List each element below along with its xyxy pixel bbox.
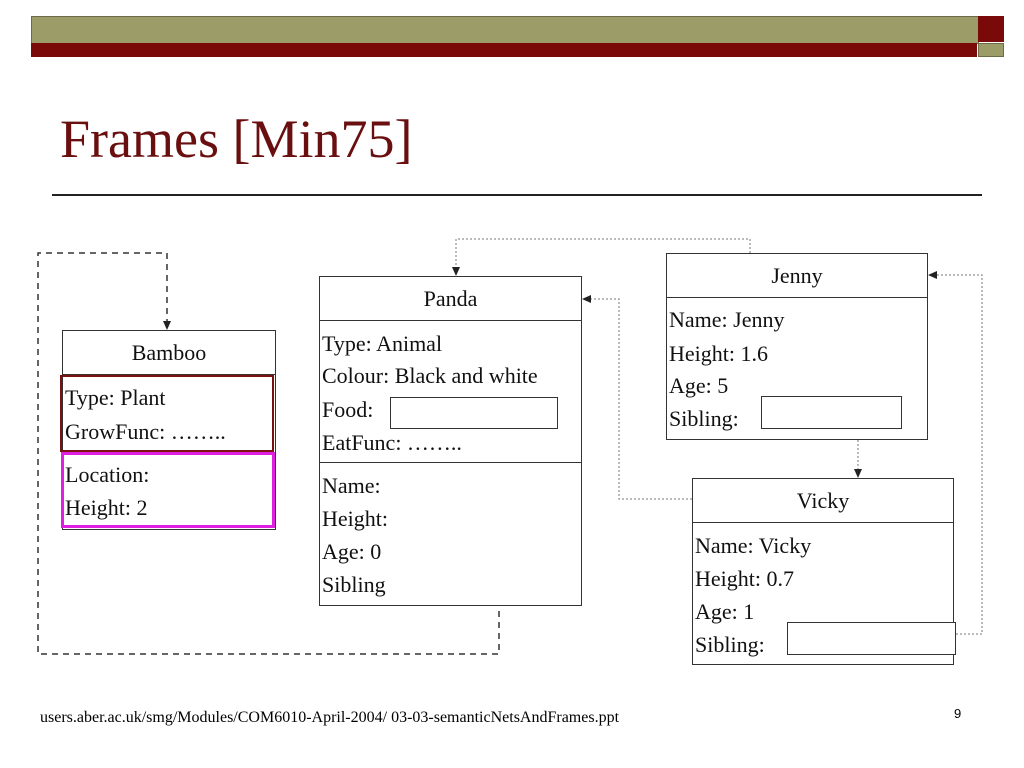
bamboo-slot-height: Height: 2 [65,495,148,520]
panda-slot-name: Name: [322,473,381,498]
bamboo-instance-slots-highlight [61,452,275,528]
panda-slot-eatfunc: EatFunc: …….. [322,430,462,455]
bamboo-slot-location: Location: [65,462,150,487]
header-corner-bottom [978,43,1004,57]
link-vicky-to-panda [582,295,692,500]
jenny-slot-height: Height: 1.6 [669,341,768,366]
jenny-slot-sibling: Sibling: [669,406,739,431]
panda-slot-type: Type: Animal [322,331,443,356]
jenny-slot-age: Age: 5 [669,373,729,398]
vicky-sibling-value-box [787,622,956,655]
frame-jenny: Jenny Name: Jenny Height: 1.6 Age: 5 Sib… [666,253,928,440]
vicky-slot-age: Age: 1 [695,599,755,624]
panda-slot-height: Height: [322,506,388,531]
frame-panda-title: Panda [320,277,581,321]
bamboo-slot-growfunc: GrowFunc: …….. [65,419,226,444]
frame-bamboo-title: Bamboo [63,331,275,375]
bamboo-class-slots-highlight [60,375,274,452]
panda-slot-age: Age: 0 [322,539,382,564]
panda-divider [320,462,581,463]
frame-vicky-title: Vicky [693,479,953,523]
frame-panda: Panda Type: Animal Colour: Black and whi… [319,276,582,606]
panda-food-value-box [390,397,558,429]
vicky-slot-name: Name: Vicky [695,533,812,558]
slide-title: Frames [Min75] [60,109,413,169]
header-band-bottom [31,43,977,57]
link-food-to-bamboo [37,252,500,655]
link-jenny-to-panda [452,238,751,276]
frame-jenny-title: Jenny [667,254,927,298]
panda-slot-food: Food: [322,397,374,422]
vicky-slot-height: Height: 0.7 [695,566,794,591]
frame-bamboo: Bamboo Type: Plant GrowFunc: …….. Locati… [60,330,276,530]
vicky-slot-sibling: Sibling: [695,632,765,657]
title-rule [52,194,982,196]
slide-page-number: 9 [954,706,962,721]
bamboo-slot-type: Type: Plant [65,385,166,410]
slide-footer-source: users.aber.ac.uk/smg/Modules/COM6010-Apr… [40,709,620,726]
jenny-slot-name: Name: Jenny [669,307,785,332]
frame-vicky: Vicky Name: Vicky Height: 0.7 Age: 1 Sib… [692,478,956,665]
jenny-sibling-value-box [761,396,902,429]
panda-slot-sibling: Sibling [322,572,386,597]
panda-slot-colour: Colour: Black and white [322,363,538,388]
header-corner-top [978,16,1004,42]
